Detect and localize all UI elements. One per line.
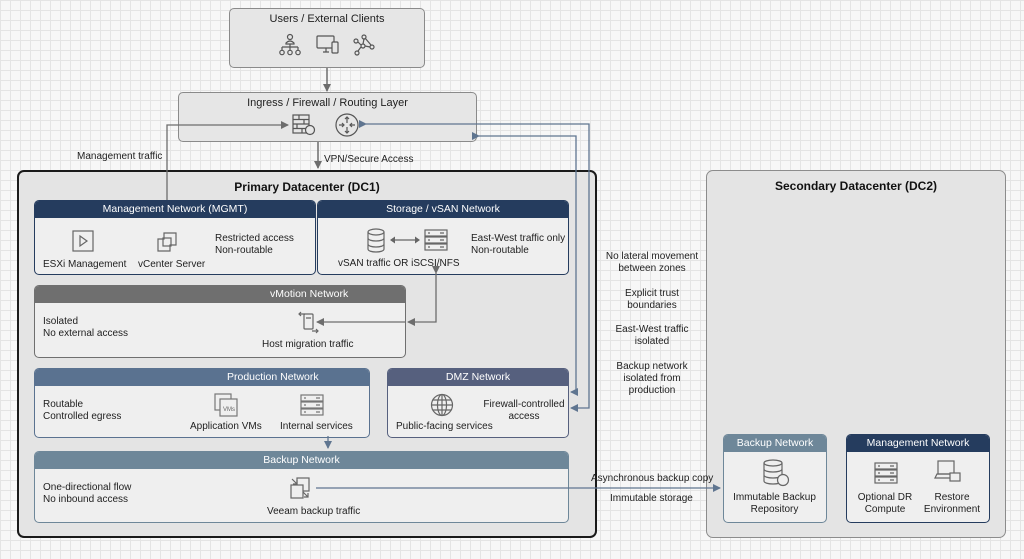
mgmt-note-restricted: Restricted access — [215, 233, 294, 244]
backup-note-one-directional: One-directional flow — [43, 482, 132, 493]
dc2-backup-network: Backup Network Immutable Backup Reposito… — [723, 434, 827, 523]
dc1-mgmt-header: Management Network (MGMT) — [35, 201, 315, 218]
principle-backup-isolated: Backup network isolated from production — [616, 361, 688, 396]
storage-note-east-west: East-West traffic only — [471, 233, 566, 244]
production-note-routable: Routable — [43, 399, 84, 410]
internal-services-label: Internal services — [280, 421, 353, 432]
database-icon — [366, 228, 386, 254]
internal-services-server-icon — [300, 393, 324, 417]
dc1-storage-vsan-network: Storage / vSAN Network vSAN traffic OR i… — [317, 200, 569, 275]
globe-icon — [430, 393, 454, 417]
storage-note-nonroutable: Non-routable — [471, 245, 529, 256]
dr-compute-server-icon — [874, 461, 898, 485]
optional-dr-label-1: Optional DR — [857, 492, 913, 503]
vmotion-note-no-external: No external access — [43, 328, 129, 339]
router-icon — [334, 112, 360, 138]
dc1-storage-header: Storage / vSAN Network — [318, 201, 568, 218]
management-traffic-label: Management traffic — [77, 151, 163, 162]
application-vms-icon — [213, 392, 239, 418]
principle-east-west-isolated: East-West traffic isolated — [615, 324, 689, 347]
dc2-mgmt-header: Management Network — [847, 435, 989, 452]
immutable-storage-label: Immutable storage — [610, 493, 693, 504]
server-rack-icon — [424, 228, 448, 252]
users-title: Users / External Clients — [269, 13, 385, 25]
backup-note-no-inbound: No inbound access — [43, 494, 129, 505]
esxi-icon — [71, 229, 95, 253]
primary-datacenter: Primary Datacenter (DC1) Management Netw… — [17, 170, 597, 538]
host-migration-icon — [297, 310, 321, 334]
vmotion-note-isolated: Isolated — [43, 316, 79, 327]
dmz-note-access: access — [508, 411, 540, 422]
immutable-repository-icon — [762, 459, 790, 487]
dc1-production-header: Production Network — [35, 369, 369, 386]
restore-env-label-2: Environment — [923, 504, 981, 515]
optional-dr-label-2: Compute — [864, 504, 906, 515]
network-graph-icon — [352, 33, 376, 57]
dc2-management-network: Management Network Optional DR Compute R… — [846, 434, 990, 523]
public-facing-services-label: Public-facing services — [396, 421, 493, 432]
dc1-backup-header: Backup Network — [35, 452, 568, 469]
principle-explicit-trust: Explicit trust boundaries — [625, 288, 679, 311]
vsan-traffic-label: vSAN traffic OR iSCSI/NFS — [338, 258, 460, 269]
dc1-backup-network: Backup Network One-directional flow No i… — [34, 451, 569, 523]
production-note-egress: Controlled egress — [43, 411, 122, 422]
immutable-backup-label-2: Repository — [750, 504, 799, 515]
bidirectional-arrow-icon — [390, 235, 420, 245]
esxi-management-label: ESXi Management — [43, 259, 127, 270]
dc1-management-network: Management Network (MGMT) ESXi Managemen… — [34, 200, 316, 275]
users-external-clients-box: Users / External Clients — [229, 8, 425, 68]
dc1-dmz-header: DMZ Network — [388, 369, 568, 386]
dc1-vmotion-header: vMotion Network — [35, 286, 405, 303]
host-migration-label: Host migration traffic — [262, 339, 354, 350]
dc1-production-network: Production Network Routable Controlled e… — [34, 368, 370, 438]
vcenter-server-label: vCenter Server — [138, 259, 206, 270]
dc2-backup-header: Backup Network — [724, 435, 826, 452]
immutable-backup-label-1: Immutable Backup — [733, 492, 816, 503]
restore-laptop-icon — [934, 459, 962, 485]
vpn-secure-access-label: VPN/Secure Access — [324, 154, 414, 165]
restore-env-label-1: Restore — [934, 492, 970, 503]
dmz-note-firewall: Firewall-controlled — [483, 399, 565, 410]
ingress-firewall-routing-layer: Ingress / Firewall / Routing Layer — [178, 92, 477, 142]
vcenter-icon — [155, 229, 179, 253]
vms-badge: VMs — [223, 407, 235, 413]
ingress-title: Ingress / Firewall / Routing Layer — [247, 97, 408, 109]
dc2-title: Secondary Datacenter (DC2) — [774, 179, 938, 193]
veeam-backup-icon — [289, 476, 311, 500]
org-hierarchy-icon — [278, 33, 302, 57]
principle-no-lateral-movement: No lateral movement between zones — [605, 251, 699, 274]
firewall-icon — [291, 113, 317, 137]
dc1-vmotion-network: vMotion Network Isolated No external acc… — [34, 285, 406, 358]
dc1-title: Primary Datacenter (DC1) — [234, 180, 380, 194]
desktop-mobile-icon — [315, 33, 341, 57]
mgmt-note-nonroutable: Non-routable — [215, 245, 273, 256]
dc1-dmz-network: DMZ Network Public-facing services Firew… — [387, 368, 569, 438]
veeam-backup-traffic-label: Veeam backup traffic — [267, 506, 361, 517]
async-backup-copy-label: Asynchronous backup copy — [591, 473, 714, 484]
secondary-datacenter: Secondary Datacenter (DC2) Backup Networ… — [706, 170, 1006, 538]
application-vms-label: Application VMs — [190, 421, 262, 432]
